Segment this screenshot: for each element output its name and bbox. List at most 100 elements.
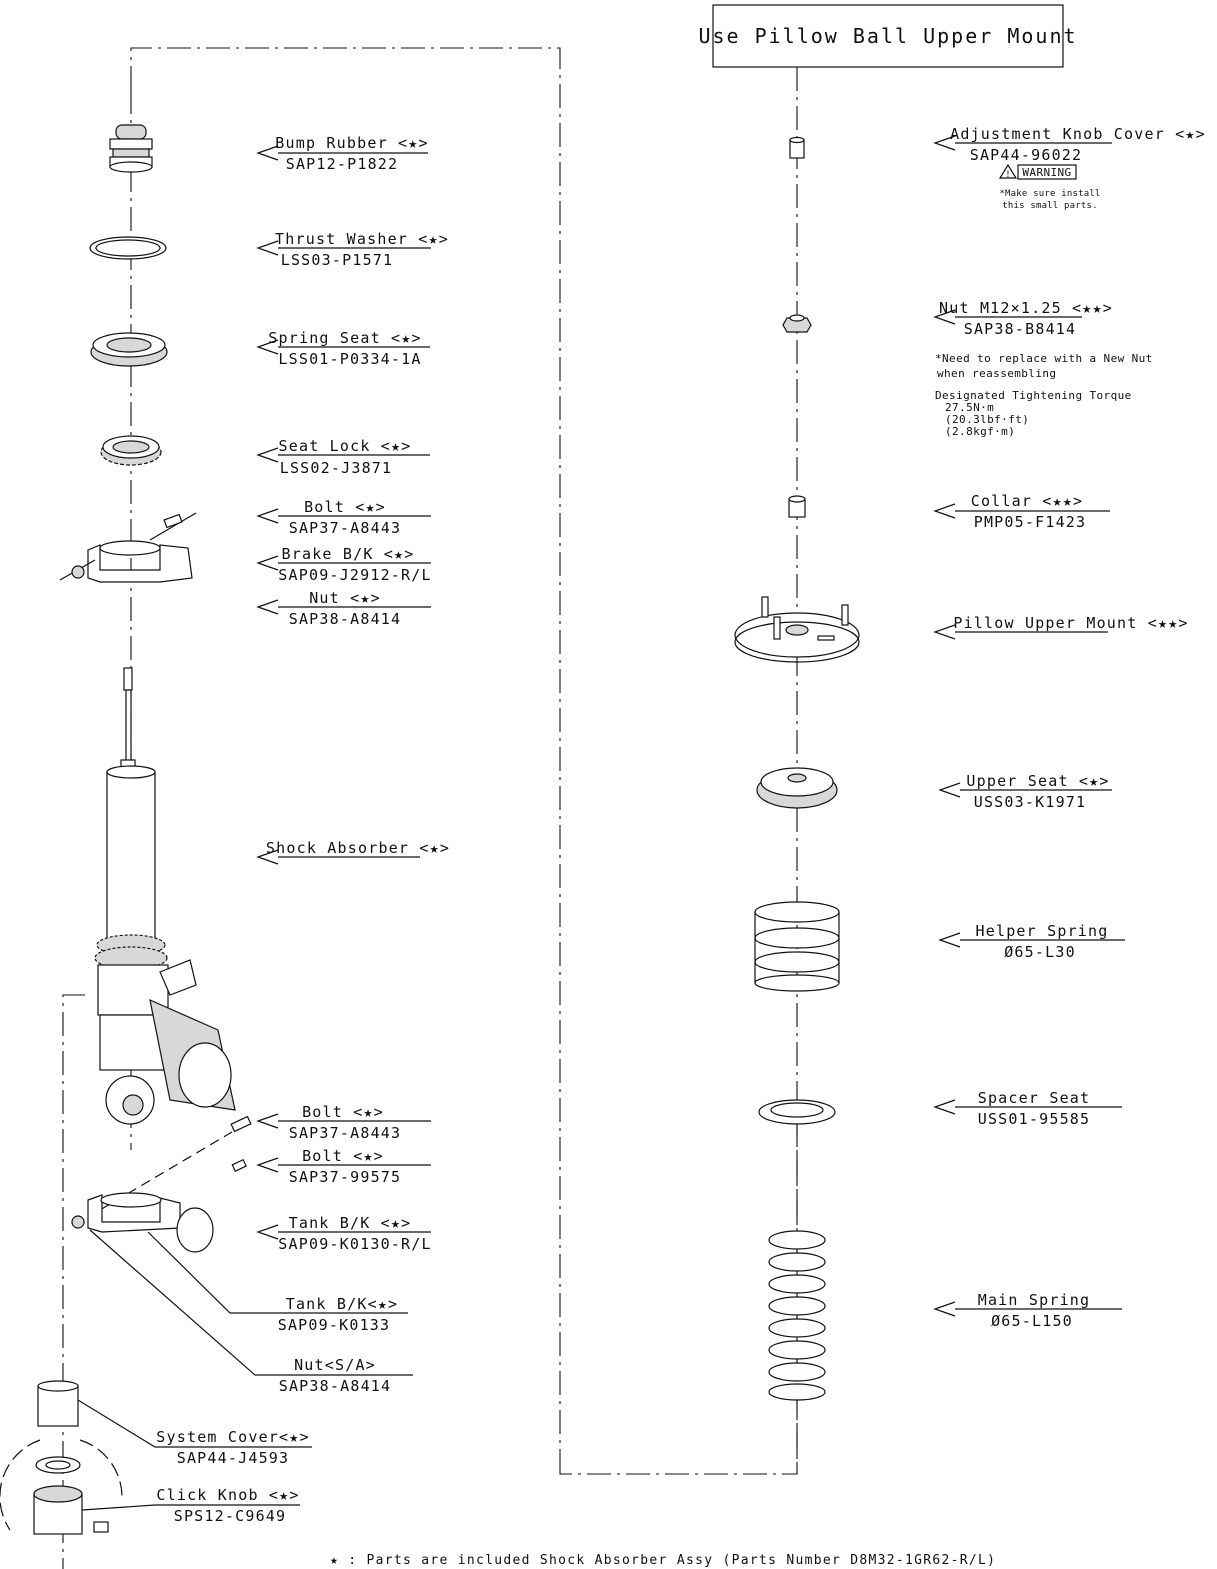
part-number: SAP44-J4593 [177, 1449, 290, 1467]
thrust-washer-part [89, 236, 167, 260]
part-number: LSS03-P1571 [281, 251, 394, 269]
nut-m12-part [782, 314, 812, 333]
left-labels: Bump Rubber <★> SAP12-P1822 Thrust Washe… [77, 134, 450, 1525]
brake-bracket-part [59, 512, 197, 583]
callout-brake-bracket: Brake B/K <★> SAP09-J2912-R/L [256, 545, 431, 584]
part-name: Shock Absorber <★> [266, 839, 450, 857]
part-name: Adjustment Knob Cover <★> [950, 125, 1206, 143]
part-name: Bump Rubber <★> [275, 134, 428, 152]
part-number: SPS12-C9649 [174, 1507, 287, 1525]
callout-system-cover: System Cover<★> SAP44-J4593 [77, 1399, 312, 1467]
part-number: SAP09-J2912-R/L [278, 566, 431, 584]
part-name: Main Spring [978, 1291, 1091, 1309]
callout-click-knob: Click Knob <★> SPS12-C9649 [81, 1486, 300, 1525]
part-name: Nut <★> [309, 589, 381, 607]
part-name: Brake B/K <★> [282, 545, 415, 563]
main-spring-part [768, 1230, 826, 1401]
part-name: Spacer Seat [978, 1089, 1091, 1107]
part-name: Collar <★★> [971, 492, 1084, 510]
callout-spring-seat: Spring Seat <★> LSS01-P0334-1A [256, 329, 430, 368]
assembly-frame [62, 47, 798, 1569]
part-number: SAP09-K0130-R/L [278, 1235, 431, 1253]
callout-bolt-lower-1: Bolt <★> SAP37-A8443 [256, 1103, 431, 1142]
part-number: Ø65-L30 [1004, 943, 1076, 961]
torque-lbf: (20.3lbf·ft) [945, 413, 1029, 426]
part-number: SAP09-K0133 [278, 1316, 391, 1334]
nut-note-2: when reassembling [937, 367, 1056, 380]
part-name: Seat Lock <★> [279, 437, 412, 455]
callout-nut-upper: Nut <★> SAP38-A8414 [256, 589, 431, 628]
shock-absorber-part [94, 667, 236, 1125]
tank-bracket-part [71, 1192, 214, 1253]
knob-note-1: *Make sure install [999, 189, 1100, 199]
callout-nut-sa: Nut<S/A> SAP38-A8414 [89, 1229, 413, 1395]
callout-bolt-lower-2: Bolt <★> SAP37-99575 [256, 1147, 431, 1186]
right-labels: Adjustment Knob Cover <★> SAP44-96022 ! … [933, 125, 1206, 1330]
part-name: Bolt <★> [302, 1103, 384, 1121]
torque-title: Designated Tightening Torque [935, 389, 1132, 402]
part-number: SAP38-B8414 [964, 320, 1077, 338]
part-name: Tank B/K <★> [289, 1214, 412, 1232]
part-name: Spring Seat <★> [268, 329, 421, 347]
bump-rubber-part [109, 124, 153, 173]
torque-nm: 27.5N·m [945, 401, 994, 414]
part-number: SAP37-99575 [289, 1168, 402, 1186]
collar-part [788, 495, 806, 518]
part-number: SAP44-96022 [970, 146, 1083, 164]
callout-pillow-upper-mount: Pillow Upper Mount <★★> [933, 614, 1188, 640]
callout-main-spring: Main Spring Ø65-L150 [933, 1291, 1122, 1330]
footer-note: ★ : Parts are included Shock Absorber As… [330, 1553, 996, 1568]
part-number: SAP37-A8443 [289, 519, 402, 537]
part-name: Nut M12×1.25 <★★> [939, 299, 1113, 317]
part-name: Bolt <★> [302, 1147, 384, 1165]
torque-kgf: (2.8kgf·m) [945, 425, 1015, 438]
callout-upper-seat: Upper Seat <★> USS03-K1971 [938, 772, 1112, 811]
callout-thrust-washer: Thrust Washer <★> LSS03-P1571 [256, 230, 448, 269]
click-knob-part [0, 1439, 123, 1535]
part-name: Nut<S/A> [294, 1356, 376, 1374]
part-name: Helper Spring [976, 922, 1109, 940]
part-name: System Cover<★> [156, 1428, 309, 1446]
warning-triangle-icon: ! [998, 163, 1018, 180]
part-name: Tank B/K<★> [286, 1295, 399, 1313]
callout-seat-lock: Seat Lock <★> LSS02-J3871 [256, 437, 430, 477]
part-number: Ø65-L150 [991, 1312, 1073, 1330]
part-number: SAP38-A8414 [279, 1377, 392, 1395]
part-name: Click Knob <★> [156, 1486, 299, 1504]
helper-spring-part [754, 901, 840, 992]
adjustment-knob-cover-part [789, 136, 805, 159]
part-number: USS01-95585 [978, 1110, 1091, 1128]
callout-shock-absorber: Shock Absorber <★> [256, 839, 450, 865]
part-name: Pillow Upper Mount <★★> [953, 614, 1188, 632]
part-number: USS03-K1971 [974, 793, 1087, 811]
spacer-seat-part [758, 1099, 836, 1125]
warning-label: WARNING [1022, 166, 1071, 179]
system-cover-part [37, 1380, 79, 1427]
part-name: Bolt <★> [304, 498, 386, 516]
pillow-upper-mount-part [734, 596, 860, 663]
part-number: LSS01-P0334-1A [278, 350, 421, 368]
callout-spacer-seat: Spacer Seat USS01-95585 [933, 1089, 1122, 1128]
callout-adjustment-knob-cover: Adjustment Knob Cover <★> SAP44-96022 ! … [933, 125, 1206, 211]
spring-seat-part [90, 332, 168, 367]
title-text: Use Pillow Ball Upper Mount [698, 24, 1077, 48]
callout-collar: Collar <★★> PMP05-F1423 [933, 492, 1110, 531]
part-number: SAP38-A8414 [289, 610, 402, 628]
callout-helper-spring: Helper Spring Ø65-L30 [938, 922, 1125, 961]
seat-lock-part [100, 435, 162, 466]
knob-note-2: this small parts. [1002, 201, 1098, 211]
callout-bolt-upper: Bolt <★> SAP37-A8443 [256, 498, 431, 537]
title-box: Use Pillow Ball Upper Mount [698, 4, 1077, 68]
callout-tank-bracket-2: Tank B/K<★> SAP09-K0133 [147, 1231, 408, 1334]
upper-seat-part [756, 767, 838, 809]
callout-bump-rubber: Bump Rubber <★> SAP12-P1822 [256, 134, 428, 173]
callout-nut-m12: Nut M12×1.25 <★★> SAP38-B8414 *Need to r… [933, 299, 1153, 438]
part-number: SAP12-P1822 [286, 155, 399, 173]
svg-text:!: ! [1005, 170, 1010, 180]
callout-tank-bracket: Tank B/K <★> SAP09-K0130-R/L [256, 1214, 431, 1253]
part-number: SAP37-A8443 [289, 1124, 402, 1142]
part-number: PMP05-F1423 [974, 513, 1087, 531]
nut-note-1: *Need to replace with a New Nut [935, 352, 1153, 365]
part-name: Upper Seat <★> [966, 772, 1109, 790]
